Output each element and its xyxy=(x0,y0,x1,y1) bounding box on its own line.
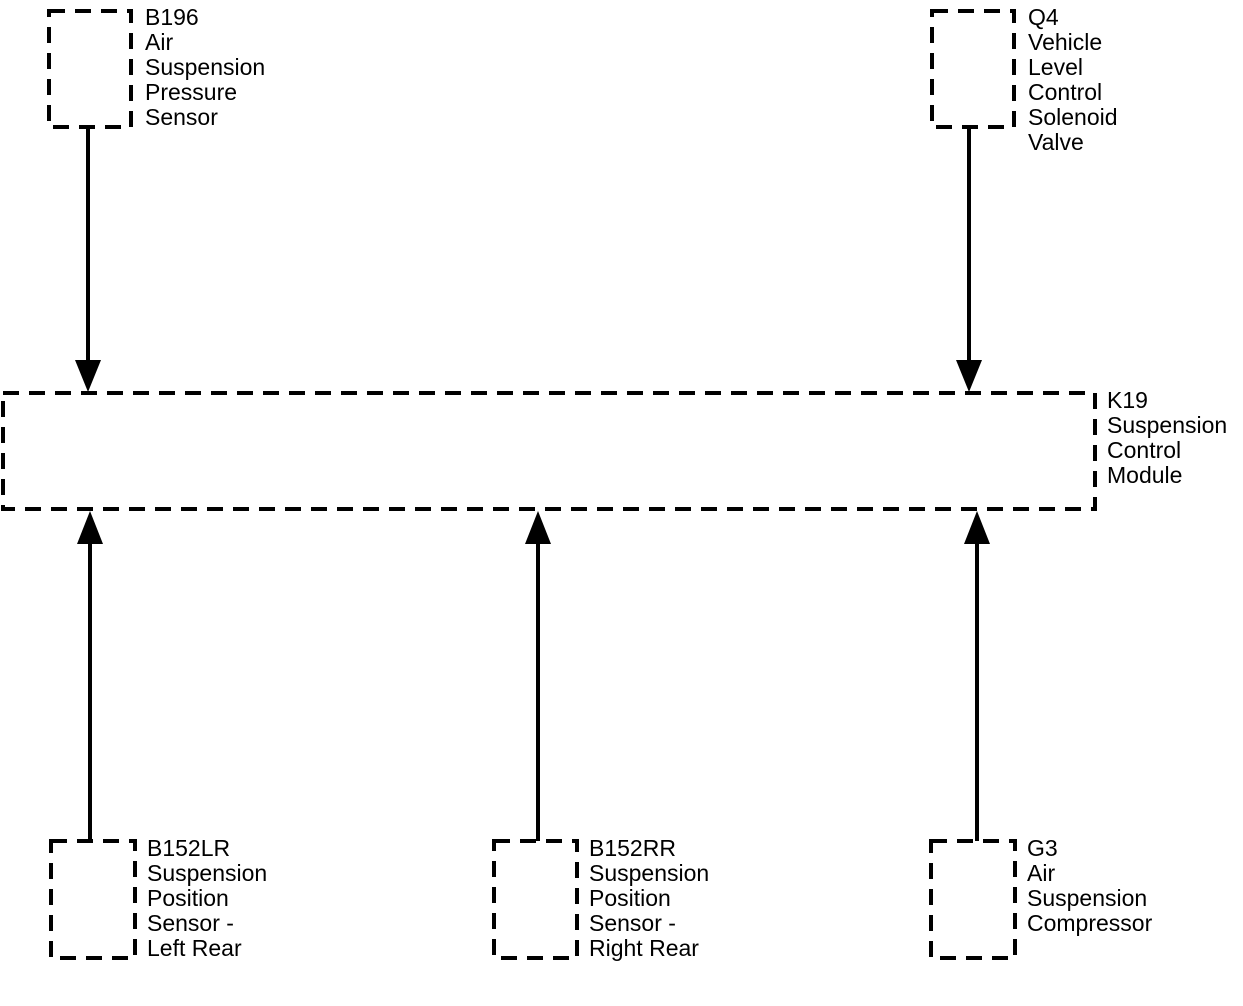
component-q4-box xyxy=(930,9,1016,129)
connection-g3-to-k19 xyxy=(964,511,990,841)
component-b152lr-name-line-2: Position xyxy=(147,885,229,911)
connection-q4-to-k19 xyxy=(956,127,982,392)
component-g3-box xyxy=(929,839,1017,960)
component-b196: B196 Air Suspension Pressure Sensor xyxy=(47,4,265,130)
component-g3-id: G3 xyxy=(1027,835,1058,861)
connection-g3-to-k19-arrowhead xyxy=(964,511,990,544)
component-b152rr-id: B152RR xyxy=(589,835,676,861)
component-b152lr-name-line-1: Suspension xyxy=(147,860,267,886)
component-b196-id: B196 xyxy=(145,4,199,30)
component-b196-box xyxy=(47,9,133,129)
component-q4-name-line-4: Solenoid xyxy=(1028,104,1118,130)
connection-b152lr-to-k19-arrowhead xyxy=(77,511,103,544)
component-g3: G3 Air Suspension Compressor xyxy=(929,835,1153,960)
connection-q4-to-k19-arrowhead xyxy=(956,360,982,392)
connection-b152rr-to-k19-arrowhead xyxy=(525,511,551,544)
component-b152lr: B152LR Suspension Position Sensor - Left… xyxy=(49,835,267,961)
connection-b196-to-k19-arrowhead xyxy=(75,360,101,392)
connection-b152rr-to-k19 xyxy=(525,511,551,841)
component-q4-name-line-3: Control xyxy=(1028,79,1102,105)
component-b196-name-line-2: Suspension xyxy=(145,54,265,80)
component-k19-id: K19 xyxy=(1107,387,1148,413)
component-g3-name-line-2: Suspension xyxy=(1027,885,1147,911)
component-b152rr-name-line-1: Suspension xyxy=(589,860,709,886)
component-k19-name-line-3: Module xyxy=(1107,462,1182,488)
component-b196-name-line-3: Pressure xyxy=(145,79,237,105)
component-k19-name-line-1: Suspension xyxy=(1107,412,1227,438)
component-k19-box xyxy=(1,391,1097,511)
component-b196-name-line-1: Air xyxy=(145,29,173,55)
component-b152rr-name-line-2: Position xyxy=(589,885,671,911)
component-q4-id: Q4 xyxy=(1028,4,1059,30)
component-b152rr-box xyxy=(492,839,579,960)
component-b152lr-id: B152LR xyxy=(147,835,230,861)
component-q4-name-line-5: Valve xyxy=(1028,129,1084,155)
component-q4-name-line-1: Vehicle xyxy=(1028,29,1102,55)
component-b152rr-name-line-3: Sensor - xyxy=(589,910,676,936)
connection-b152lr-to-k19 xyxy=(77,511,103,841)
component-k19: K19 Suspension Control Module xyxy=(1,387,1227,511)
component-g3-name-line-3: Compressor xyxy=(1027,910,1153,936)
component-b196-name-line-4: Sensor xyxy=(145,104,218,130)
component-q4-name-line-2: Level xyxy=(1028,54,1083,80)
component-b152rr-name-line-4: Right Rear xyxy=(589,935,699,961)
connection-b196-to-k19 xyxy=(75,127,101,392)
component-b152lr-name-line-3: Sensor - xyxy=(147,910,234,936)
component-b152lr-name-line-4: Left Rear xyxy=(147,935,242,961)
component-b152rr: B152RR Suspension Position Sensor - Righ… xyxy=(492,835,709,961)
component-b152lr-box xyxy=(49,839,137,960)
component-g3-name-line-1: Air xyxy=(1027,860,1055,886)
component-k19-name-line-2: Control xyxy=(1107,437,1181,463)
component-q4: Q4 Vehicle Level Control Solenoid Valve xyxy=(930,4,1118,155)
